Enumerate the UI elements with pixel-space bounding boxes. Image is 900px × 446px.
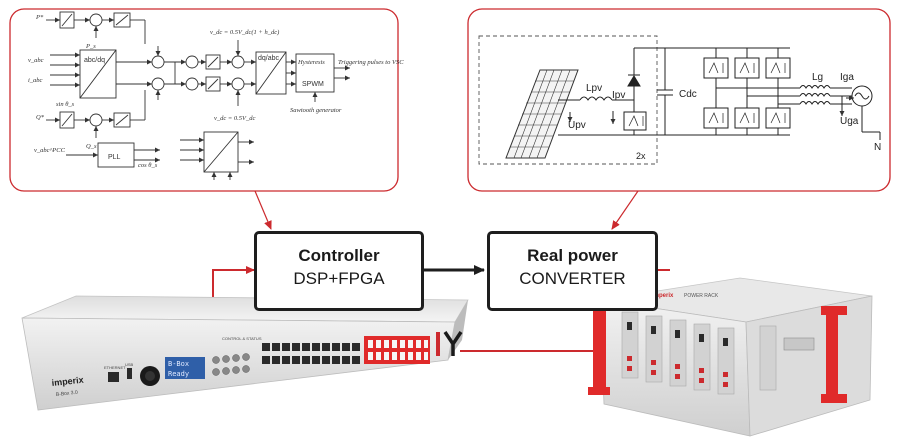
label-equation-lower: v_dc = 0.5V_dc (214, 115, 256, 122)
controller-pointer-line (254, 190, 272, 230)
control-scheme-wiring (46, 11, 350, 180)
label-usb: USB (125, 362, 134, 367)
lcd-display (165, 357, 205, 379)
circuit-wiring (558, 47, 881, 140)
label-sin-theta: sin θ_s (56, 101, 75, 108)
label-p-feedback: P_s (85, 43, 96, 50)
bnc-connectors (212, 353, 250, 376)
controller-device: B-Box Ready imperix B-Box 3.0 ETHERNET U… (21, 295, 469, 411)
feedback-line-left (212, 266, 255, 310)
rack-brand: imperix (652, 293, 674, 299)
pv-stage-dashed-box (478, 35, 658, 165)
circuit-frame (467, 8, 891, 192)
solar-panel-icon (505, 69, 579, 159)
label-ipv: Ipv (612, 90, 625, 101)
converter-device: imperix POWER RACK (588, 277, 873, 437)
label-triggering: Triggering pulses to VSC (338, 59, 404, 66)
label-ethernet: ETHERNET (104, 365, 126, 370)
label-q-feedback: Q_s (86, 143, 97, 150)
label-control-status: CONTROL & STATUS (222, 336, 262, 341)
label-upv: Upv (568, 120, 586, 131)
circuit-labels: Lpv Ipv Upv Cdc Lg Iga Uga N (568, 72, 881, 153)
converter-pointer-line (611, 190, 639, 230)
rack-handle-right[interactable] (826, 312, 838, 400)
label-sawtooth: Sawtooth generator (290, 107, 342, 114)
control-scheme-frame (9, 8, 399, 192)
converter-title: Real power (527, 246, 618, 265)
controller-title: Controller (298, 246, 380, 265)
rack-modules (621, 311, 777, 395)
label-v-pcc: v_abc^PCC (34, 147, 66, 154)
label-lpv: Lpv (586, 83, 602, 94)
label-uga: Uga (840, 116, 859, 127)
label-2x: 2x (636, 151, 646, 161)
rack-label: POWER RACK (684, 293, 719, 299)
rack-handle-left[interactable] (593, 306, 606, 390)
fiber-ports (368, 340, 428, 360)
label-abc-dq: abc/dq (84, 57, 105, 64)
control-scheme-labels: P* Q* P_s Q_s v_abc i_abc v_abc^PCC sin … (28, 14, 404, 169)
brand-logo-mark (436, 331, 463, 356)
controller-model: B-Box 3.0 (56, 390, 79, 398)
label-hysteresis: Hysteresis (297, 59, 325, 66)
label-cos-theta: cos θ_s (138, 162, 158, 169)
label-v-abc: v_abc (28, 57, 44, 64)
control-scheme-panel: P* Q* P_s Q_s v_abc i_abc v_abc^PCC sin … (9, 8, 404, 192)
converter-block: Real power CONVERTER (487, 231, 658, 311)
label-iga: Iga (840, 72, 854, 83)
label-i-abc: i_abc (28, 77, 43, 84)
label-pll: PLL (108, 154, 121, 161)
label-n: N (874, 142, 881, 153)
label-equation-upper: v_dc = 0.5V_dc(1 + h_dc) (210, 29, 279, 36)
label-p-ref: P* (35, 14, 44, 21)
label-q-ref: Q* (36, 114, 45, 121)
controller-subtitle: DSP+FPGA (293, 269, 385, 288)
label-lg: Lg (812, 72, 823, 83)
lcd-line-2: Ready (168, 370, 189, 378)
label-spwm: SPWM (302, 81, 324, 88)
rack-display (783, 337, 815, 351)
controller-brand: imperix (51, 375, 84, 388)
rack-module-leds (627, 356, 728, 387)
converter-subtitle: CONVERTER (519, 269, 626, 288)
ethernet-port[interactable] (108, 372, 119, 382)
lcd-line-1: B-Box (168, 360, 189, 368)
usb-port[interactable] (127, 368, 132, 379)
analog-ports (262, 343, 360, 364)
controller-block: Controller DSP+FPGA (254, 231, 424, 311)
label-cdc: Cdc (679, 89, 697, 100)
control-scheme-block-labels: abc/dq dq/abc SPWM PLL (84, 55, 324, 161)
circuit-panel: 2x (467, 8, 891, 192)
label-dq-abc: dq/abc (258, 55, 280, 62)
